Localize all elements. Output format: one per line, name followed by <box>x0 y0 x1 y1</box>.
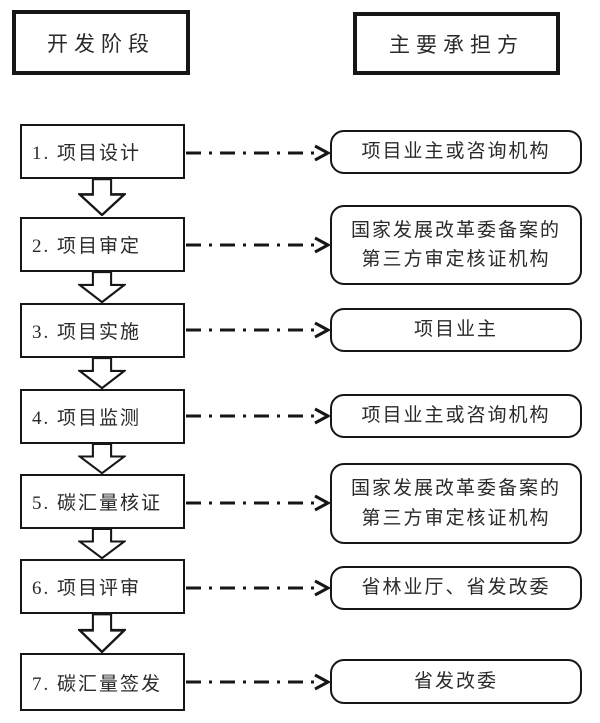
stage-box-6: 6. 项目评审 <box>20 559 185 614</box>
stage-box-2: 2. 项目审定 <box>20 217 185 272</box>
stage-label: 6. 项目评审 <box>32 578 142 599</box>
party-label: 项目业主 <box>413 319 498 341</box>
dash-dot-right-arrow-icon <box>186 493 330 513</box>
party-box-1: 项目业主或咨询机构 <box>330 130 582 174</box>
party-box-4: 项目业主或咨询机构 <box>330 394 582 438</box>
down-arrow-icon <box>78 444 126 474</box>
stage-label: 1. 项目设计 <box>32 143 142 164</box>
party-label: 国家发展改革委备案的 第三方审定核证机构 <box>350 219 561 270</box>
dash-dot-right-arrow-icon <box>186 406 330 426</box>
dash-dot-right-arrow-icon <box>186 320 330 340</box>
stage-box-4: 4. 项目监测 <box>20 389 185 444</box>
down-arrow-icon <box>78 272 126 303</box>
stage-label: 5. 碳汇量核证 <box>32 493 163 514</box>
down-arrow-icon <box>78 529 126 559</box>
header-main-responsible-party: 主要承担方 <box>353 12 560 75</box>
party-box-2: 国家发展改革委备案的 第三方审定核证机构 <box>330 205 582 285</box>
party-label: 省林业厅、省发改委 <box>361 577 551 599</box>
party-label: 省发改委 <box>413 670 498 692</box>
stage-box-7: 7. 碳汇量签发 <box>20 653 185 711</box>
stage-box-5: 5. 碳汇量核证 <box>20 474 185 529</box>
party-box-7: 省发改委 <box>330 659 582 704</box>
dash-dot-right-arrow-icon <box>186 672 330 692</box>
down-arrow-icon <box>78 358 126 389</box>
party-box-5: 国家发展改革委备案的 第三方审定核证机构 <box>330 463 582 544</box>
down-arrow-icon <box>78 614 126 653</box>
stage-label: 3. 项目实施 <box>32 322 142 343</box>
party-box-3: 项目业主 <box>330 308 582 352</box>
dash-dot-right-arrow-icon <box>186 143 330 163</box>
party-label: 项目业主或咨询机构 <box>361 141 551 163</box>
stage-label: 2. 项目审定 <box>32 236 142 257</box>
party-label: 国家发展改革委备案的 第三方审定核证机构 <box>350 478 561 529</box>
party-box-6: 省林业厅、省发改委 <box>330 566 582 610</box>
stage-label: 4. 项目监测 <box>32 408 142 429</box>
stage-box-3: 3. 项目实施 <box>20 303 185 358</box>
header-development-stage: 开发阶段 <box>12 10 190 75</box>
header-left-label: 开发阶段 <box>14 12 188 73</box>
header-right-label: 主要承担方 <box>355 14 558 73</box>
dash-dot-right-arrow-icon <box>186 578 330 598</box>
party-label: 项目业主或咨询机构 <box>361 405 551 427</box>
stage-label: 7. 碳汇量签发 <box>32 673 163 695</box>
dash-dot-right-arrow-icon <box>186 235 330 255</box>
down-arrow-icon <box>78 179 126 216</box>
stage-box-1: 1. 项目设计 <box>20 124 185 179</box>
